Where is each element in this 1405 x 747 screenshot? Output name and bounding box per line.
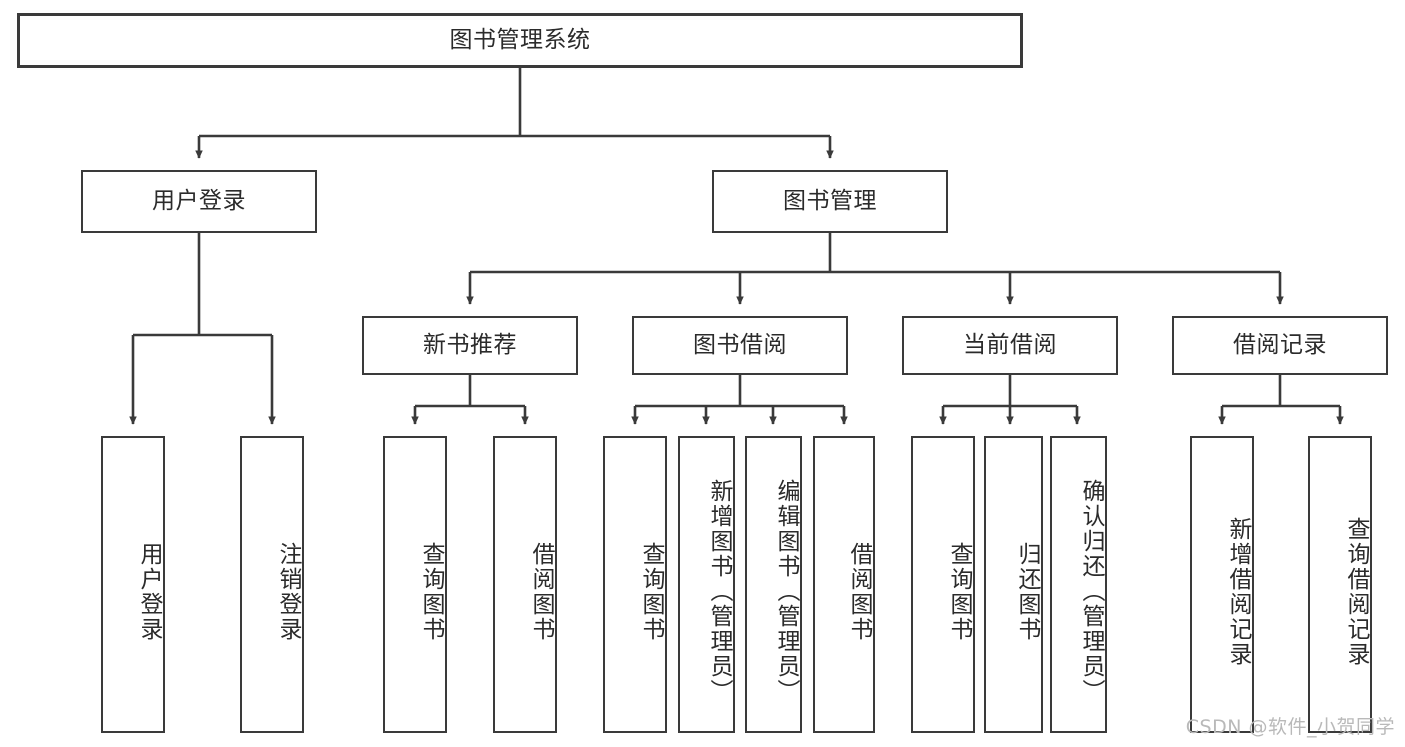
node-leaf-return-book[interactable]: 归还图书 [984, 436, 1043, 733]
node-label: 图书借阅 [693, 332, 787, 359]
node-label: 借阅图书 [528, 541, 554, 642]
node-label: 查询图书 [638, 541, 664, 642]
node-label: 查询借阅记录 [1343, 516, 1369, 667]
node-label: 借阅图书 [846, 541, 872, 642]
node-leaf-query-book-2[interactable]: 查询图书 [603, 436, 667, 733]
node-label: 当前借阅 [963, 332, 1057, 359]
node-book-borrow[interactable]: 图书借阅 [632, 316, 848, 375]
node-label: 新书推荐 [423, 332, 517, 359]
node-leaf-edit-book[interactable]: 编辑图书（管理员） [745, 436, 802, 733]
node-label: 查询图书 [418, 541, 444, 642]
node-leaf-add-record[interactable]: 新增借阅记录 [1190, 436, 1254, 733]
node-leaf-user-login[interactable]: 用户登录 [101, 436, 165, 733]
node-current-borrow[interactable]: 当前借阅 [902, 316, 1118, 375]
node-leaf-borrow-book-2[interactable]: 借阅图书 [813, 436, 875, 733]
node-label: 编辑图书（管理员） [773, 479, 799, 704]
node-label: 用户登录 [152, 188, 246, 215]
node-leaf-query-book-3[interactable]: 查询图书 [911, 436, 975, 733]
node-label: 查询图书 [946, 541, 972, 642]
node-user-login[interactable]: 用户登录 [81, 170, 317, 233]
node-leaf-query-record[interactable]: 查询借阅记录 [1308, 436, 1372, 733]
node-label: 图书管理 [783, 188, 877, 215]
node-label: 注销登录 [275, 541, 301, 642]
node-leaf-borrow-book-1[interactable]: 借阅图书 [493, 436, 557, 733]
watermark-text: CSDN @软件_小贺同学 [1185, 716, 1395, 738]
node-book-manage[interactable]: 图书管理 [712, 170, 948, 233]
node-label: 图书管理系统 [449, 27, 591, 54]
node-label: 归还图书 [1014, 541, 1040, 642]
node-label: 新增图书（管理员） [706, 479, 732, 704]
node-label: 借阅记录 [1233, 332, 1327, 359]
node-leaf-add-book[interactable]: 新增图书（管理员） [678, 436, 735, 733]
node-leaf-query-book-1[interactable]: 查询图书 [383, 436, 447, 733]
node-root-system[interactable]: 图书管理系统 [17, 13, 1023, 68]
node-label: 新增借阅记录 [1225, 516, 1251, 667]
node-label: 确认归还（管理员） [1078, 479, 1104, 704]
node-borrow-record[interactable]: 借阅记录 [1172, 316, 1388, 375]
node-leaf-logout[interactable]: 注销登录 [240, 436, 304, 733]
node-leaf-confirm-return[interactable]: 确认归还（管理员） [1050, 436, 1107, 733]
node-new-book-recommend[interactable]: 新书推荐 [362, 316, 578, 375]
node-label: 用户登录 [136, 541, 162, 642]
